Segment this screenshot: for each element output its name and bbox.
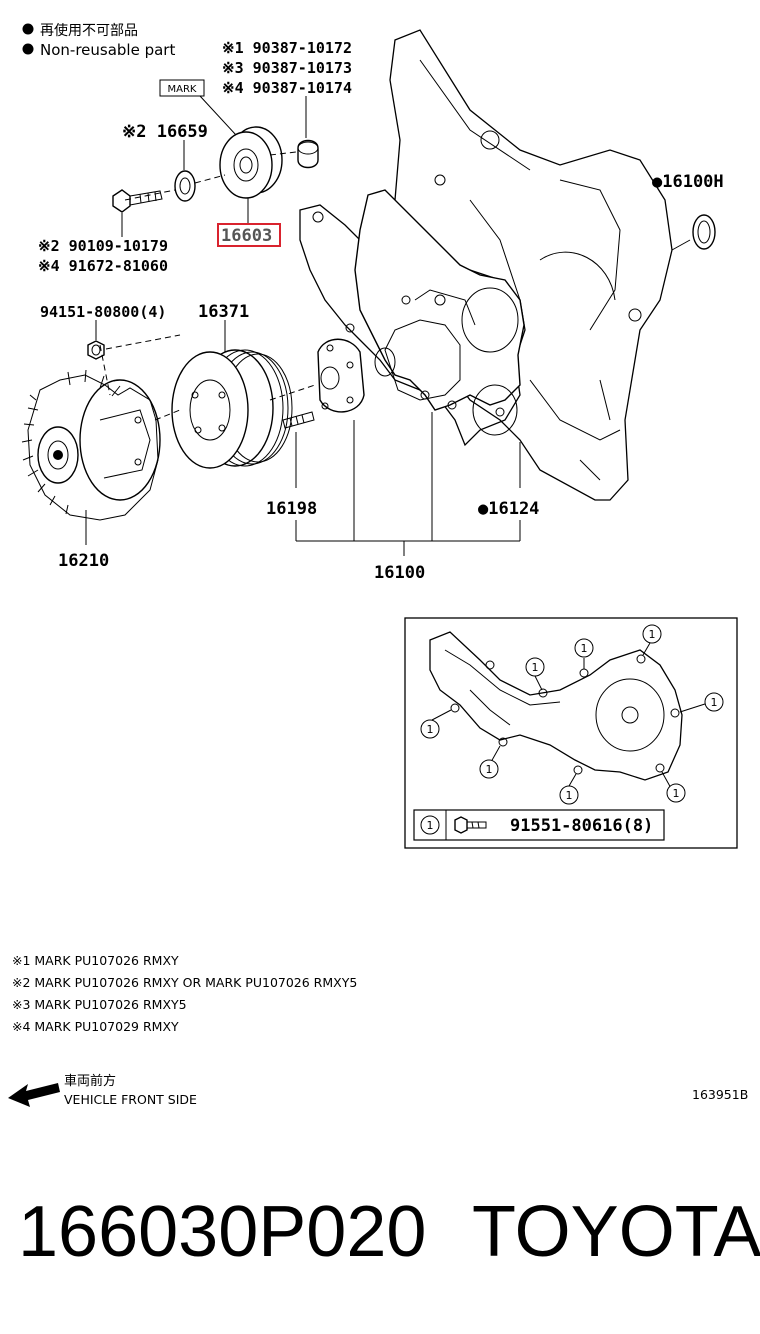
footer: 166030P020 TOYOTA <box>18 1192 760 1272</box>
water-pump <box>354 189 525 436</box>
callout-94151-80800: 94151-80800(4) <box>40 303 166 321</box>
callout-16198: 16198 <box>266 499 317 519</box>
callout-91672-81060: ※4 91672-81060 <box>38 257 168 275</box>
legend-en: Non-reusable part <box>40 41 175 59</box>
mark-label: MARK <box>159 79 205 97</box>
pulley-16371 <box>171 349 293 469</box>
callout-90387-10174: ※4 90387-10174 <box>222 79 352 97</box>
leader-lines <box>85 95 521 556</box>
note-2: ※2 MARK PU107026 RMXY OR MARK PU107026 R… <box>12 975 357 990</box>
marker-icon <box>420 815 440 835</box>
arrow-left-icon <box>8 1083 60 1107</box>
note-4: ※4 MARK PU107029 RMXY <box>12 1019 179 1034</box>
marker-label: 1 <box>566 789 573 802</box>
marker-icons: 1 1 1 1 1 1 1 1 <box>420 624 724 805</box>
nut-94151 <box>87 340 105 360</box>
marker-label: 1 <box>427 723 434 736</box>
callout-16100H: ●16100H <box>652 172 724 192</box>
legend-jp: 再使用不可部品 <box>40 22 138 39</box>
callout-16100: 16100 <box>374 563 425 583</box>
callout-16124: ●16124 <box>478 499 539 519</box>
fan-clutch-16210 <box>21 369 161 521</box>
marker-label: 1 <box>649 628 656 641</box>
callout-16371: 16371 <box>198 302 249 322</box>
notes: ※1 MARK PU107026 RMXY ※2 MARK PU107026 R… <box>12 953 357 1034</box>
o-ring-16100H <box>671 214 716 251</box>
callout-90109-10179: ※2 90109-10179 <box>38 237 168 255</box>
callout-90387-10172: ※1 90387-10172 <box>222 39 352 57</box>
marker-label: 1 <box>673 787 680 800</box>
bolt-icon <box>454 816 487 834</box>
highlight-box <box>217 223 281 247</box>
footer-part-number: 166030P020 <box>18 1192 426 1272</box>
bullet-icon <box>22 23 34 35</box>
direction-jp: 車両前方 <box>64 1073 116 1089</box>
marker-label: 1 <box>532 661 539 674</box>
bolt-part-number: 91551-80616(8) <box>510 816 653 836</box>
footer-brand: TOYOTA <box>472 1192 760 1272</box>
marker-label: 1 <box>486 763 493 776</box>
callout-16210: 16210 <box>58 551 109 571</box>
mark-text: MARK <box>168 84 197 95</box>
callouts: ※1 90387-10172 ※3 90387-10173 ※4 90387-1… <box>38 39 724 583</box>
direction-en: VEHICLE FRONT SIDE <box>64 1092 197 1107</box>
bullet-icon <box>22 43 34 55</box>
table-marker-label: 1 <box>427 819 434 832</box>
callout-16659: ※2 16659 <box>122 122 208 142</box>
callout-16603[interactable]: 16603 <box>221 226 272 246</box>
vehicle-front-indicator: 車両前方 VEHICLE FRONT SIDE <box>8 1073 197 1107</box>
inset-panel: 1 1 1 1 1 1 1 1 1 91551-80616(8) <box>404 617 738 849</box>
legend: 再使用不可部品 Non-reusable part <box>22 22 175 59</box>
note-3: ※3 MARK PU107026 RMXY5 <box>12 997 187 1012</box>
note-1: ※1 MARK PU107026 RMXY <box>12 953 179 968</box>
drawing-id: 163951B <box>692 1087 748 1102</box>
marker-label: 1 <box>581 642 588 655</box>
callout-90387-10173: ※3 90387-10173 <box>222 59 352 77</box>
pump-flange <box>317 338 365 413</box>
marker-label: 1 <box>711 696 718 709</box>
assembly-lines <box>99 151 316 421</box>
idler-16603-group <box>112 126 319 213</box>
